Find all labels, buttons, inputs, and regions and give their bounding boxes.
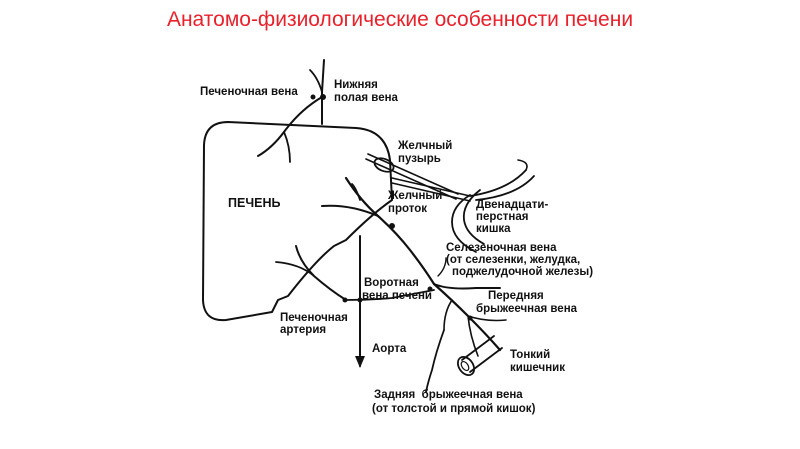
label-duodenum-2: перстная [476,211,528,223]
liver-outline [202,121,393,322]
sup-mes-dot [467,315,473,321]
hepatic-vein-branch [283,131,291,163]
label-hepatic-vein: Печеночная вена [200,86,298,98]
label-bile-duct-2: проток [388,203,427,215]
label-hep-artery-2: артерия [280,324,326,336]
duodenum-upper [469,169,535,201]
sup-mes-branch-1 [467,315,507,322]
label-duodenum-3: кишка [476,223,511,235]
label-inf-mes-2: (от толстой и прямой кишок) [372,403,536,415]
slide-title: Анатомо-физиологические особенности пече… [166,8,634,31]
aorta-arrow [355,356,365,368]
bile-duct-dot [389,223,395,229]
label-inf-mes-1: Задняя брыжеечная вена [374,389,523,401]
label-splenic-2: (от селезенки, желудка, [446,254,580,266]
label-ivc-1: Нижняя [334,79,378,91]
small-intestine-lumen [460,360,470,372]
label-small-int-2: кишечник [510,362,565,374]
portal-vein-trunk [344,176,436,286]
label-ivc-2: полая вена [334,92,399,104]
cystic-duct [365,153,459,200]
label-gallbladder-2: пузырь [398,153,441,165]
small-intestine [461,335,503,373]
duodenum-outer [451,194,477,253]
hepatic-artery [295,245,347,301]
portal-branch-left [321,204,379,217]
label-gallbladder-1: Желчный [397,140,452,152]
sup-mes-branch-2 [443,299,453,331]
portal-branch-up [351,183,361,201]
artery-junction-dot [342,297,348,303]
cystic-duct-lower [391,177,471,202]
portal-junction-dot [427,286,433,292]
label-liver: ПЕЧЕНЬ [228,196,280,210]
label-small-int-1: Тонкий [510,349,550,361]
label-aorta: Аорта [372,343,407,355]
splenic-vein [433,283,501,290]
label-bile-duct-1: Желчный [387,190,442,202]
duodenum-inner [462,189,485,245]
label-splenic-3: поджелудочной железы) [452,266,593,278]
small-intestine-end [456,355,476,377]
aorta-junction-dot [357,297,363,303]
duodenum-curl [517,159,528,171]
hepatic-artery-branch-2 [345,289,435,301]
label-duodenum-1: Двенадцати- [476,199,548,211]
label-portal-2: вена печени [362,290,432,302]
label-sup-mes-2: брыжеечная вена [476,303,578,315]
inferior-mesenteric-vein [425,329,445,393]
label-sup-mes-1: Передняя [488,290,544,302]
label-splenic-1: Селезеночная вена [446,242,557,254]
hepatic-vein-dot [310,94,316,100]
ivc-upper-branch [309,69,323,93]
splenic-connector [437,257,447,277]
gallbladder [373,157,395,173]
hepatic-artery-branch [275,261,315,277]
label-hep-artery-1: Печеночная [280,312,348,324]
label-portal-1: Воротная [364,277,419,289]
